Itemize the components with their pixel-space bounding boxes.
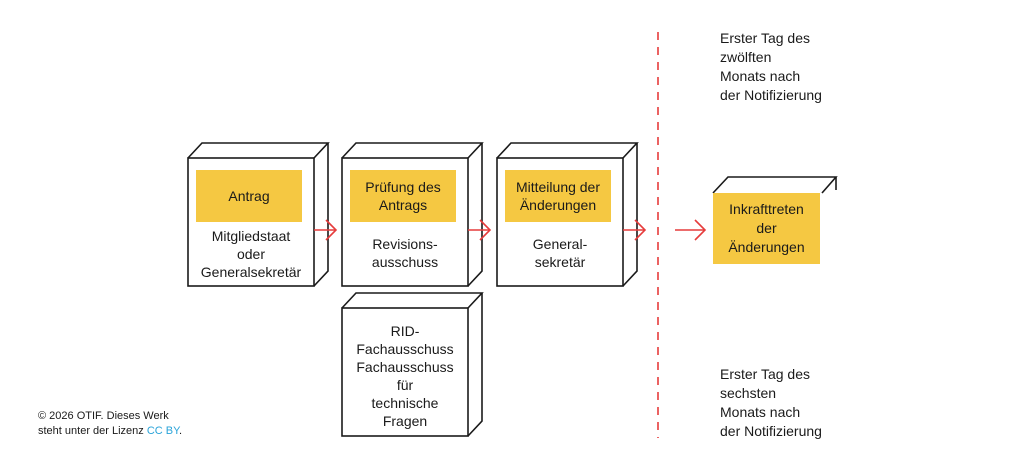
arrow-3 — [623, 219, 647, 241]
step-box-1-outline — [187, 142, 330, 287]
step-3-actor: General- sekretär — [532, 236, 588, 270]
result-box-outline — [712, 176, 838, 194]
step-box-2-outline — [341, 142, 484, 287]
note-sixth-month: Erster Tag des sechsten Monats nach der … — [720, 366, 822, 439]
copyright-text: © 2026 OTIF. Dieses Werk steht unter der… — [38, 410, 169, 437]
arrow-4 — [675, 219, 707, 241]
result-label: Inkrafttreten der Änderungen — [713, 193, 820, 264]
note-twelfth-month: Erster Tag des zwölften Monats nach der … — [720, 30, 822, 103]
step-2-actor: Revisions- ausschuss — [371, 236, 439, 270]
step-1-actor: Mitgliedstaat oder Generalsekretär — [200, 228, 302, 280]
arrow-2 — [468, 219, 492, 241]
copyright-notice: © 2026 OTIF. Dieses Werk steht unter der… — [38, 409, 182, 439]
step-2-label: Prüfung des Antrags — [350, 170, 456, 222]
committee-text: RID- Fachausschuss Fachausschuss für tec… — [356, 323, 454, 429]
step-box-3-outline — [496, 142, 639, 287]
step-3-label: Mitteilung der Änderungen — [505, 170, 611, 222]
step-1-label: Antrag — [196, 170, 302, 222]
arrow-1 — [314, 219, 338, 241]
committee-box-outline — [341, 292, 484, 437]
copyright-end: . — [179, 425, 183, 437]
license-link[interactable]: CC BY — [146, 425, 180, 437]
